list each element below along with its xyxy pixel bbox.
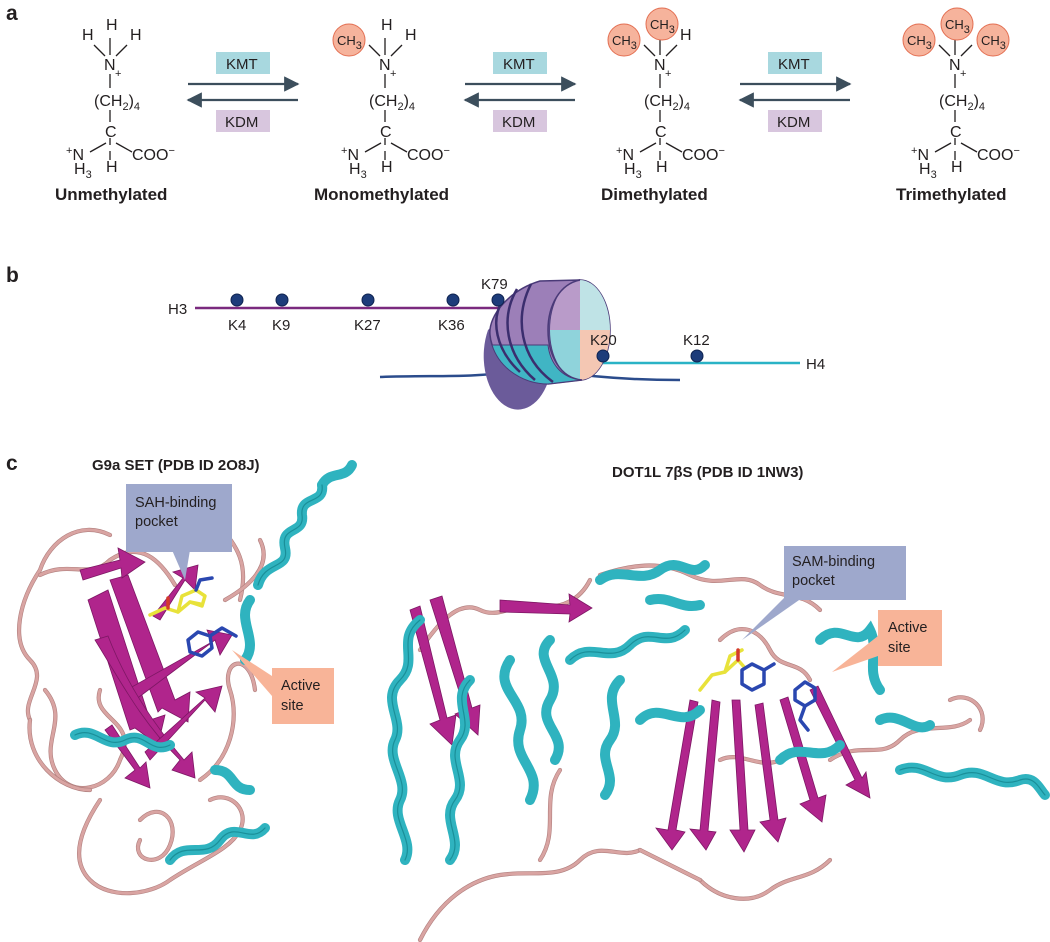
g9a-title: G9a SET (PDB ID 2O8J) — [92, 457, 260, 474]
methylene-chain: (CH2)4 — [644, 93, 690, 113]
hydrogen-label: H — [381, 17, 393, 34]
methylene-chain: (CH2)4 — [94, 93, 140, 113]
state-title-unmethylated: Unmethylated — [55, 185, 167, 204]
sam-ligand — [700, 650, 774, 690]
equilibrium-2: KMT KDM — [465, 52, 575, 132]
carboxylate-group: COO− — [407, 145, 450, 164]
kmt-label: KMT — [778, 56, 810, 73]
sah-pocket-callout: SAH-binding pocket — [126, 484, 232, 580]
h3-site-marker — [231, 294, 243, 306]
amino-hydrogens: H3 — [74, 161, 92, 181]
alpha-hydrogen-label: H — [106, 159, 118, 176]
h4-site-marker — [691, 350, 703, 362]
alpha-carbon-label: C — [950, 124, 962, 141]
h3-site-marker — [492, 294, 504, 306]
methylene-chain: (CH2)4 — [939, 93, 985, 113]
dot1l-active-callout: Active site — [832, 610, 942, 672]
h3-site-marker — [362, 294, 374, 306]
nitrogen-label: N — [654, 57, 666, 74]
h4-site-marker — [597, 350, 609, 362]
carboxylate-group: COO− — [132, 145, 175, 164]
sam-pocket-line1: SAM-binding — [792, 554, 875, 570]
g9a-active-callout: Active site — [232, 650, 334, 724]
h3-site-label: K79 — [481, 276, 508, 293]
state-title-trimethylated: Trimethylated — [896, 185, 1007, 204]
methylation-scheme: HHHN+(CH2)4CH+NH3COO−UnmethylatedCH3HHN+… — [55, 8, 1020, 204]
alpha-carbon-label: C — [380, 124, 392, 141]
dot1l-active-line1: Active — [888, 620, 928, 636]
g9a-sheets — [80, 548, 232, 788]
methylene-chain: (CH2)4 — [369, 93, 415, 113]
kdm-label: KDM — [225, 114, 258, 131]
h3-site-marker — [447, 294, 459, 306]
amino-hydrogens: H3 — [624, 161, 642, 181]
histone-diagram: H3 H4 K4 K9 K27 K36 K79 K20 K12 — [168, 276, 825, 410]
charge-plus: + — [115, 68, 121, 80]
charge-plus: + — [390, 68, 396, 80]
hydrogen-label: H — [405, 27, 417, 44]
panel-a-label: a — [6, 2, 18, 25]
equilibrium-3: KMT KDM — [740, 52, 850, 132]
hydrogen-label: H — [680, 27, 692, 44]
hydrogen-label: H — [82, 27, 94, 44]
panel-c-label: c — [6, 452, 18, 475]
state-title-dimethylated: Dimethylated — [601, 185, 708, 204]
alpha-hydrogen-label: H — [381, 159, 393, 176]
alpha-hydrogen-label: H — [656, 159, 668, 176]
amino-hydrogens: H3 — [349, 161, 367, 181]
amino-hydrogens: H3 — [919, 161, 937, 181]
dot1l-title: DOT1L 7βS (PDB ID 1NW3) — [612, 464, 803, 481]
nitrogen-label: N — [379, 57, 391, 74]
dot1l-structure — [392, 565, 1045, 940]
panel-b-label: b — [6, 264, 19, 287]
h4-site-label: K20 — [590, 332, 617, 349]
charge-plus: + — [665, 68, 671, 80]
alpha-carbon-label: C — [655, 124, 667, 141]
sah-pocket-line1: SAH-binding — [135, 495, 216, 511]
h3-site-marker — [276, 294, 288, 306]
nitrogen-label: N — [949, 57, 961, 74]
g9a-active-line2: site — [281, 698, 304, 714]
carboxylate-group: COO− — [977, 145, 1020, 164]
carboxylate-group: COO− — [682, 145, 725, 164]
hydrogen-label: H — [130, 27, 142, 44]
hydrogen-label: H — [106, 17, 118, 34]
alpha-hydrogen-label: H — [951, 159, 963, 176]
nitrogen-label: N — [104, 57, 116, 74]
dot1l-active-line2: site — [888, 640, 911, 656]
g9a-active-line1: Active — [281, 678, 321, 694]
h3-site-label: K36 — [438, 317, 465, 334]
alpha-carbon-label: C — [105, 124, 117, 141]
state-title-monomethylated: Monomethylated — [314, 185, 449, 204]
kmt-label: KMT — [503, 56, 535, 73]
lysine-trimethylated: CH3CH3CH3N+(CH2)4CH+NH3COO−Trimethylated — [896, 8, 1020, 204]
kdm-label: KDM — [502, 114, 535, 131]
h3-label: H3 — [168, 301, 187, 318]
kdm-label: KDM — [777, 114, 810, 131]
h4-label: H4 — [806, 356, 825, 373]
sam-pocket-line2: pocket — [792, 573, 835, 589]
equilibrium-1: KMT KDM — [188, 52, 298, 132]
kmt-label: KMT — [226, 56, 258, 73]
h4-site-label: K12 — [683, 332, 710, 349]
h3-site-label: K9 — [272, 317, 290, 334]
charge-plus: + — [960, 68, 966, 80]
h3-site-label: K27 — [354, 317, 381, 334]
h3-site-label: K4 — [228, 317, 246, 334]
sah-pocket-line2: pocket — [135, 514, 178, 530]
